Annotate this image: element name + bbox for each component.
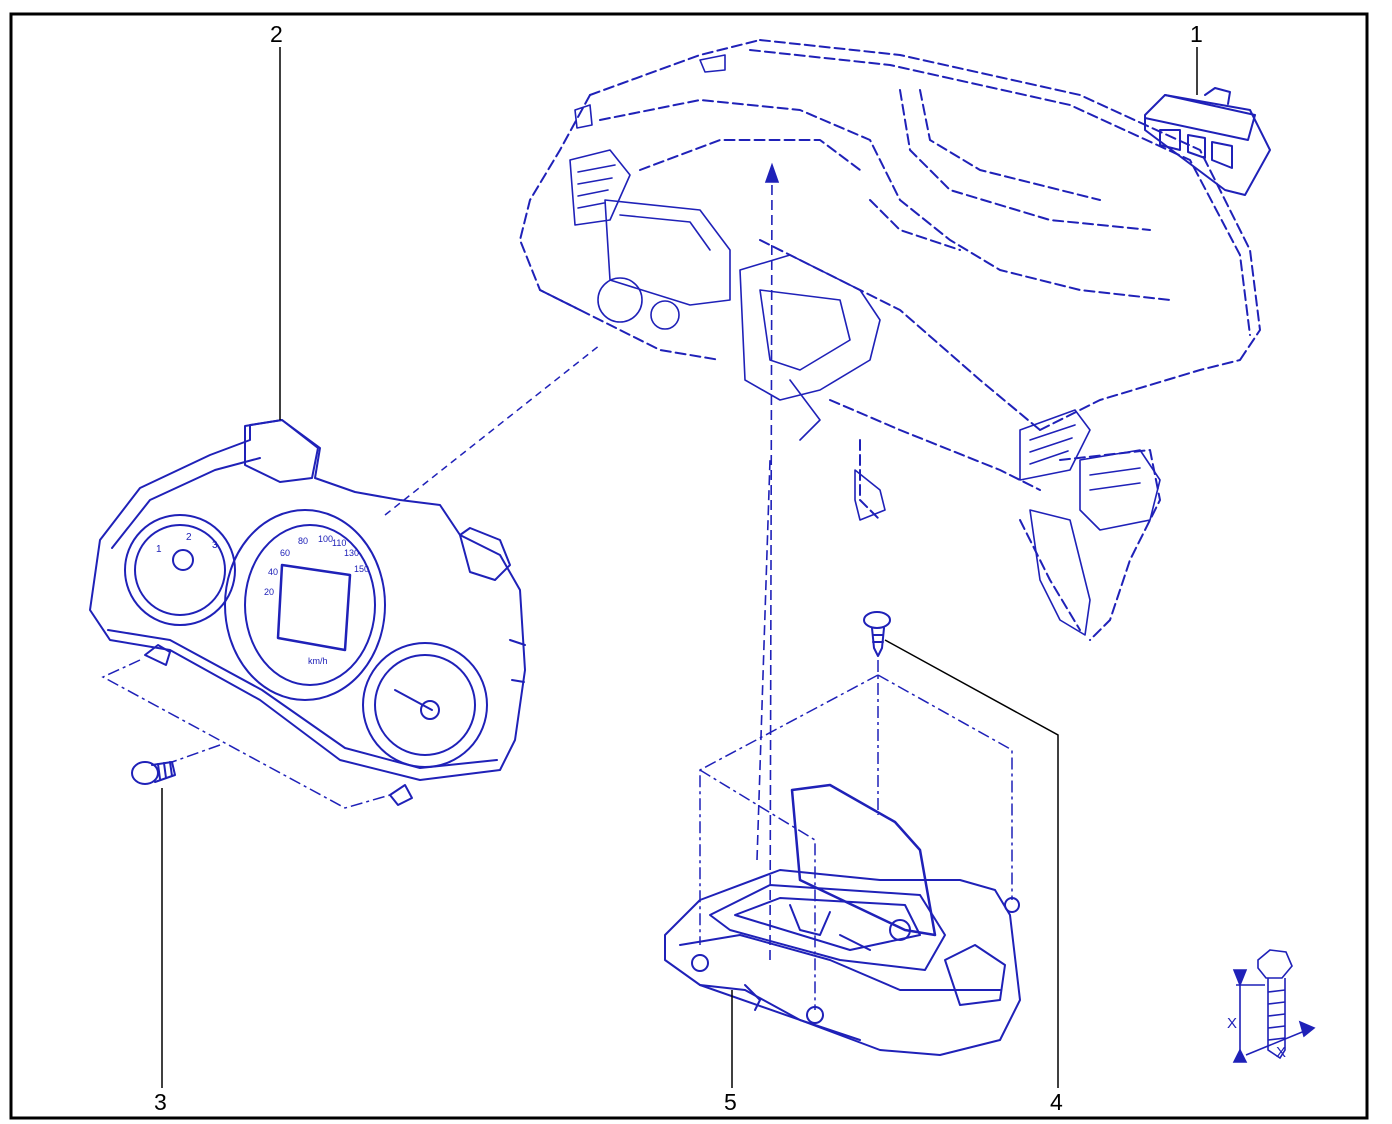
speed-unit: km/h <box>308 656 328 666</box>
tacho-tick: 3 <box>212 540 218 551</box>
speed-tick: 80 <box>298 536 308 546</box>
tacho-tick: 1 <box>156 544 162 555</box>
dashboard-assembly <box>519 39 1261 641</box>
callout-leaders <box>161 47 1198 1088</box>
leader-4 <box>884 639 1059 1088</box>
torque-label-x-vertical: X <box>1227 1015 1237 1032</box>
speed-tick: 20 <box>264 587 274 597</box>
cluster-to-dashboard-line <box>384 344 601 516</box>
callout-4: 4 <box>1050 1089 1063 1115</box>
head-up-display-unit <box>664 783 1021 1056</box>
speed-tick: 60 <box>280 548 290 558</box>
speed-tick: 110 <box>332 538 346 548</box>
callout-2: 2 <box>270 21 283 47</box>
instrument-cluster <box>89 419 526 806</box>
speed-tick: 150 <box>354 564 369 574</box>
cluster-screw-guide-lines <box>101 659 391 809</box>
cluster-screw <box>131 761 176 785</box>
diagram-frame <box>9 12 1369 1120</box>
cluster-gauge-markings: 1 2 3 20 40 60 80 100 110 130 150 km/h <box>156 532 369 666</box>
speed-tick: 100 <box>318 534 333 544</box>
torque-symbol <box>1232 949 1316 1063</box>
callout-numbers: 1 2 3 4 5 <box>154 21 1203 1115</box>
torque-label-x-horizontal: X <box>1276 1044 1286 1061</box>
dashboard-detail <box>569 54 1161 636</box>
callout-1: 1 <box>1190 21 1203 47</box>
speed-tick: 130 <box>344 548 359 558</box>
tacho-tick: 2 <box>186 532 192 543</box>
switch-module <box>1144 87 1271 196</box>
callout-3: 3 <box>154 1089 167 1115</box>
speed-tick: 40 <box>268 567 278 577</box>
callout-5: 5 <box>724 1089 737 1115</box>
assembly-arrow-to-dashboard <box>756 162 780 961</box>
display-screw <box>863 611 891 657</box>
